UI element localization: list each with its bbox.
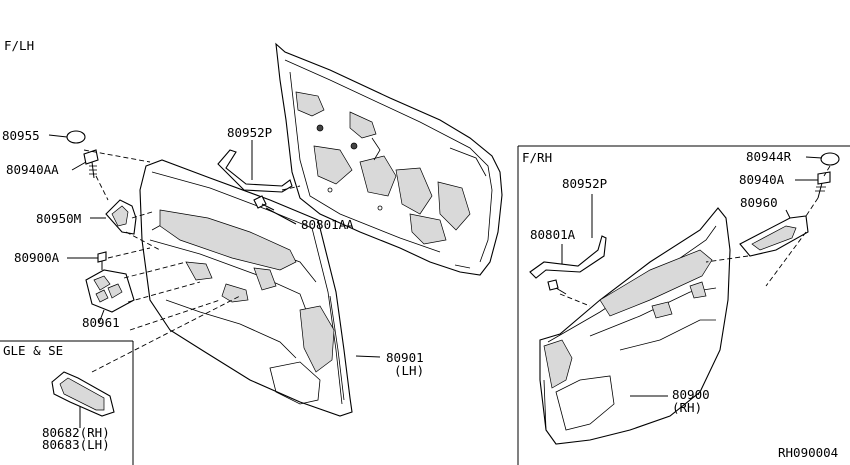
screw-80940a: [815, 171, 831, 199]
inner-door-panel: [275, 42, 503, 276]
label-80801aa: 80801AA: [301, 217, 354, 232]
screw-80801aa: [253, 195, 275, 211]
handle-escutcheon-80960: [739, 215, 809, 257]
bracket-80952p-left: [217, 149, 293, 193]
bracket-80952p-right: [529, 235, 607, 279]
label-80961: 80961: [82, 315, 120, 330]
label-80900a: 80900A: [14, 250, 60, 265]
label-80952p-left: 80952P: [227, 125, 272, 140]
label-80955: 80955: [2, 128, 40, 143]
cap-80944r: [820, 152, 840, 166]
screw-80940aa: [83, 149, 99, 179]
label-80901: 80901: [386, 350, 424, 365]
label-80950m: 80950M: [36, 211, 81, 226]
section-label-left: F/LH: [4, 38, 34, 53]
right-section-frame: [517, 145, 850, 465]
label-80940aa: 80940AA: [6, 162, 59, 177]
label-80900-side: (RH): [672, 400, 702, 415]
label-80901-side: (LH): [394, 363, 424, 378]
diagram-code: RH090004: [778, 445, 838, 460]
label-80900: 80900: [672, 387, 710, 402]
label-80940a: 80940A: [739, 172, 785, 187]
assembly-dashed-lines: [83, 149, 831, 373]
label-80682: 80682(RH): [42, 425, 110, 440]
leader-lines: [48, 134, 823, 428]
trim-bezel-80682-80683: [51, 371, 115, 417]
label-80960: 80960: [740, 195, 778, 210]
label-80801a: 80801A: [530, 227, 576, 242]
label-80683: 80683(LH): [42, 437, 110, 452]
section-label-right: F/RH: [522, 150, 552, 165]
section-label-inset: GLE & SE: [3, 343, 63, 358]
door-trim-rh: [539, 207, 731, 445]
switch-panel-80961: [85, 269, 135, 313]
handle-escutcheon-80950m: [105, 199, 137, 235]
screw-80801a: [547, 279, 567, 295]
door-trim-lh: [139, 159, 353, 417]
cap-80955: [66, 130, 86, 144]
clip-80900a: [97, 251, 107, 270]
label-80952p-right: 80952P: [562, 176, 607, 191]
label-80944r: 80944R: [746, 149, 792, 164]
inset-frame-gle-se: [0, 340, 134, 465]
